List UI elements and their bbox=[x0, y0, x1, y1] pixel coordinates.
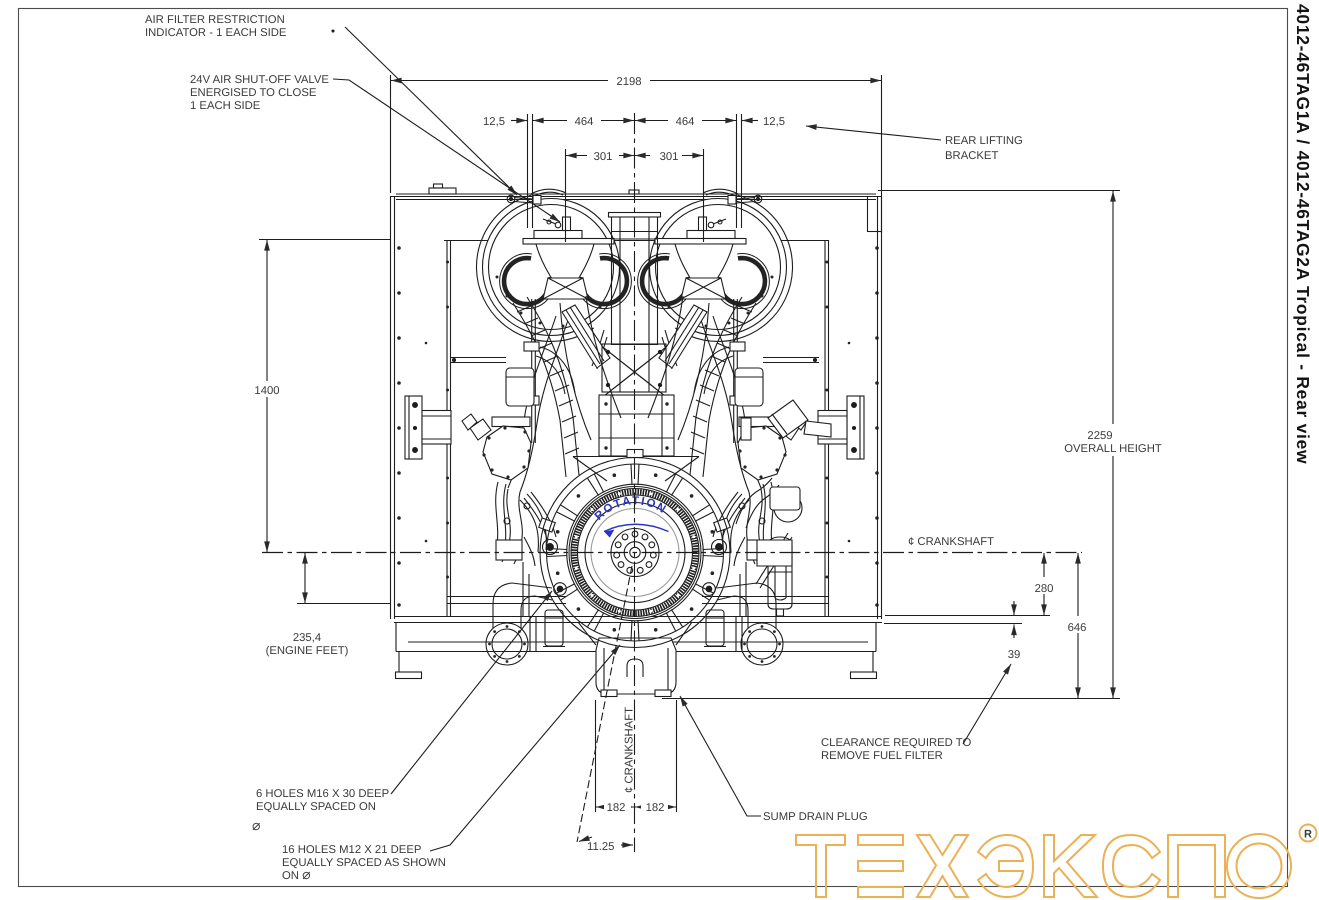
svg-text:(ENGINE FEET): (ENGINE FEET) bbox=[266, 645, 349, 657]
svg-text:182: 182 bbox=[607, 802, 626, 814]
svg-text:24V AIR SHUT-OFF VALVE: 24V AIR SHUT-OFF VALVE bbox=[190, 74, 329, 86]
svg-text:⌀: ⌀ bbox=[252, 817, 260, 833]
svg-text:12,5: 12,5 bbox=[763, 116, 785, 128]
svg-text:EQUALLY SPACED AS SHOWN: EQUALLY SPACED AS SHOWN bbox=[282, 857, 446, 869]
svg-text:301: 301 bbox=[594, 151, 613, 163]
svg-text:235,4: 235,4 bbox=[293, 632, 321, 644]
svg-text:ENERGISED TO CLOSE: ENERGISED TO CLOSE bbox=[190, 87, 317, 99]
svg-text:11.25: 11.25 bbox=[587, 841, 614, 853]
svg-text:16 HOLES M12 X 21 DEEP: 16 HOLES M12 X 21 DEEP bbox=[282, 844, 421, 856]
svg-text:464: 464 bbox=[676, 116, 695, 128]
svg-text:¢ CRANKSHAFT: ¢ CRANKSHAFT bbox=[908, 536, 994, 548]
svg-text:SUMP DRAIN PLUG: SUMP DRAIN PLUG bbox=[763, 811, 868, 823]
svg-text:¢ CRANKSHAFT: ¢ CRANKSHAFT bbox=[624, 707, 636, 793]
svg-text:464: 464 bbox=[575, 116, 594, 128]
svg-text:39: 39 bbox=[1008, 649, 1021, 661]
svg-text:1400: 1400 bbox=[254, 385, 279, 397]
svg-text:REAR LIFTING: REAR LIFTING bbox=[945, 135, 1023, 147]
svg-text:EQUALLY SPACED ON: EQUALLY SPACED ON bbox=[256, 801, 376, 813]
svg-text:1 EACH SIDE: 1 EACH SIDE bbox=[190, 100, 261, 112]
svg-text:REMOVE FUEL FILTER: REMOVE FUEL FILTER bbox=[821, 750, 943, 762]
svg-text:2198: 2198 bbox=[616, 76, 641, 88]
svg-text:6 HOLES M16 X 30 DEEP: 6 HOLES M16 X 30 DEEP bbox=[256, 788, 389, 800]
svg-text:R: R bbox=[1304, 829, 1312, 841]
svg-text:OVERALL HEIGHT: OVERALL HEIGHT bbox=[1064, 443, 1162, 455]
svg-text:4012-46TAG1A / 4012-46TAG2A Tr: 4012-46TAG1A / 4012-46TAG2A Tropical - R… bbox=[1293, 4, 1313, 464]
svg-text:ON ⌀: ON ⌀ bbox=[282, 866, 311, 882]
svg-text:12,5: 12,5 bbox=[483, 116, 505, 128]
svg-text:BRACKET: BRACKET bbox=[945, 150, 998, 162]
svg-text:182: 182 bbox=[646, 802, 665, 814]
svg-text:2259: 2259 bbox=[1087, 430, 1112, 442]
svg-text:301: 301 bbox=[660, 151, 679, 163]
svg-text:AIR FILTER RESTRICTION: AIR FILTER RESTRICTION bbox=[145, 14, 285, 26]
svg-text:INDICATOR - 1 EACH SIDE: INDICATOR - 1 EACH SIDE bbox=[145, 27, 287, 39]
svg-text:646: 646 bbox=[1068, 622, 1087, 634]
svg-text:CLEARANCE REQUIRED TO: CLEARANCE REQUIRED TO bbox=[821, 737, 971, 749]
svg-text:280: 280 bbox=[1035, 583, 1054, 595]
